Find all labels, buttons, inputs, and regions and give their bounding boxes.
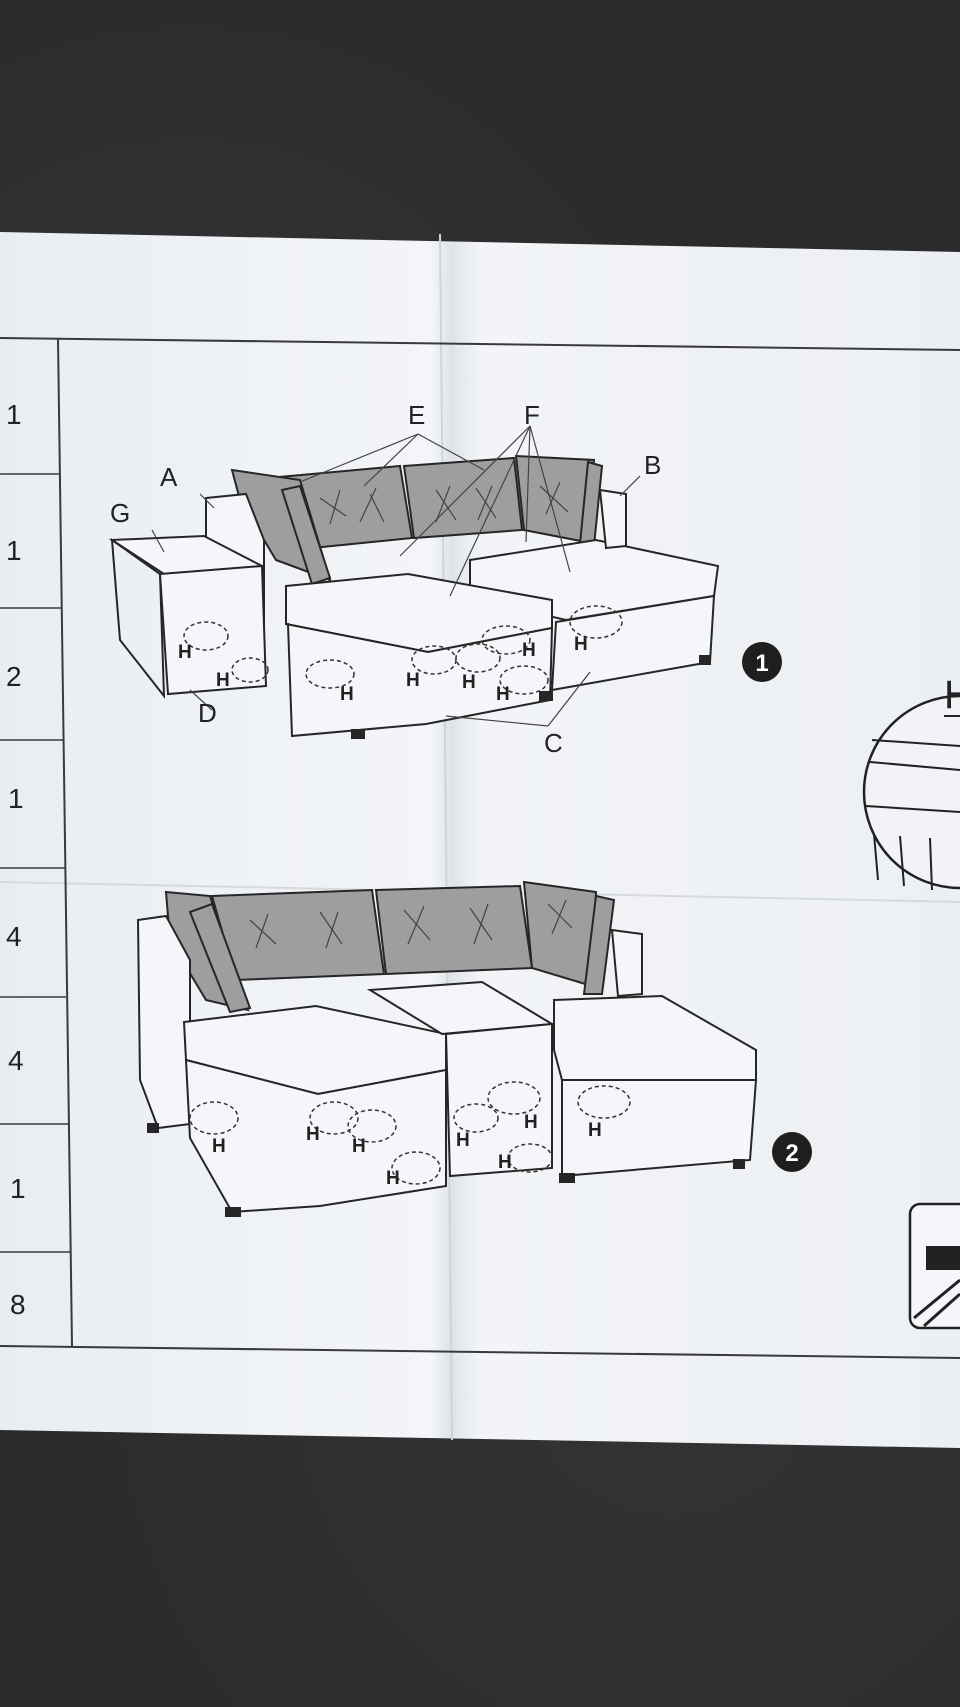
legs	[351, 655, 711, 739]
qty-cell: 1	[6, 535, 22, 566]
vertical-fold	[439, 233, 453, 1441]
legs-2	[147, 1123, 745, 1217]
qty-cell: 1	[6, 399, 22, 430]
label-h: H	[462, 672, 476, 693]
label-f: F	[524, 400, 540, 430]
left-chaise	[182, 1004, 447, 1214]
tufting	[319, 481, 569, 525]
label-c: C	[544, 728, 563, 758]
label-h: H	[306, 1124, 320, 1145]
step-2-badge: 2	[772, 1132, 812, 1172]
paper-sheet	[0, 232, 960, 1448]
connector-circles-1	[183, 605, 623, 695]
step-1-diagram	[108, 454, 720, 739]
label-h: H	[386, 1168, 400, 1189]
sheet-frame	[0, 337, 960, 1359]
partial-tool-icon	[908, 1202, 960, 1330]
label-h: H	[588, 1120, 602, 1141]
step-2-diagram	[136, 880, 758, 1217]
step-1-badge: 1	[742, 642, 782, 682]
label-h: H	[340, 684, 354, 705]
label-a: A	[160, 462, 178, 492]
label-h: H	[456, 1130, 470, 1151]
label-g: G	[110, 498, 130, 528]
qty-cell: 8	[10, 1289, 26, 1320]
left-armrest-2	[136, 914, 191, 1130]
label-h: H	[498, 1152, 512, 1173]
connector-circles-2	[189, 1081, 631, 1185]
qty-cell: 4	[8, 1045, 24, 1076]
tufting-2	[249, 899, 573, 949]
qty-cell: 1	[10, 1173, 26, 1204]
label-h: H	[212, 1136, 226, 1157]
label-e: E	[408, 400, 425, 430]
label-h: H	[496, 684, 510, 705]
detail-callout: H	[862, 673, 960, 891]
step-2-connector-labels: H H H H H H H H	[212, 1112, 602, 1189]
side-table	[108, 534, 268, 700]
label-b: B	[644, 450, 661, 480]
label-h: H	[352, 1136, 366, 1157]
label-h: H	[522, 640, 536, 661]
label-h: H	[406, 670, 420, 691]
step-1-labels: E F B A G D C	[110, 400, 661, 758]
step-2-number: 2	[785, 1140, 798, 1167]
coffee-table	[366, 980, 556, 1178]
label-h: H	[178, 642, 192, 663]
ottoman	[285, 572, 554, 738]
qty-cell: 2	[6, 661, 22, 692]
qty-column: 1 1 2 1 4 4 1 8	[6, 399, 26, 1320]
label-h: H	[574, 634, 588, 655]
back-cushions-2	[164, 880, 616, 1014]
right-seat-2	[553, 928, 758, 1178]
step-1-number: 1	[755, 650, 768, 677]
label-h: H	[216, 670, 230, 691]
qty-column-dividers	[0, 473, 70, 1253]
qty-cell: 4	[6, 921, 22, 952]
leader-lines-1	[151, 425, 641, 727]
detail-label: H	[944, 673, 960, 717]
qty-cell: 1	[8, 783, 24, 814]
step-1-connector-labels: H H H H H H H H	[178, 634, 588, 705]
label-d: D	[198, 698, 217, 728]
label-h: H	[524, 1112, 538, 1133]
